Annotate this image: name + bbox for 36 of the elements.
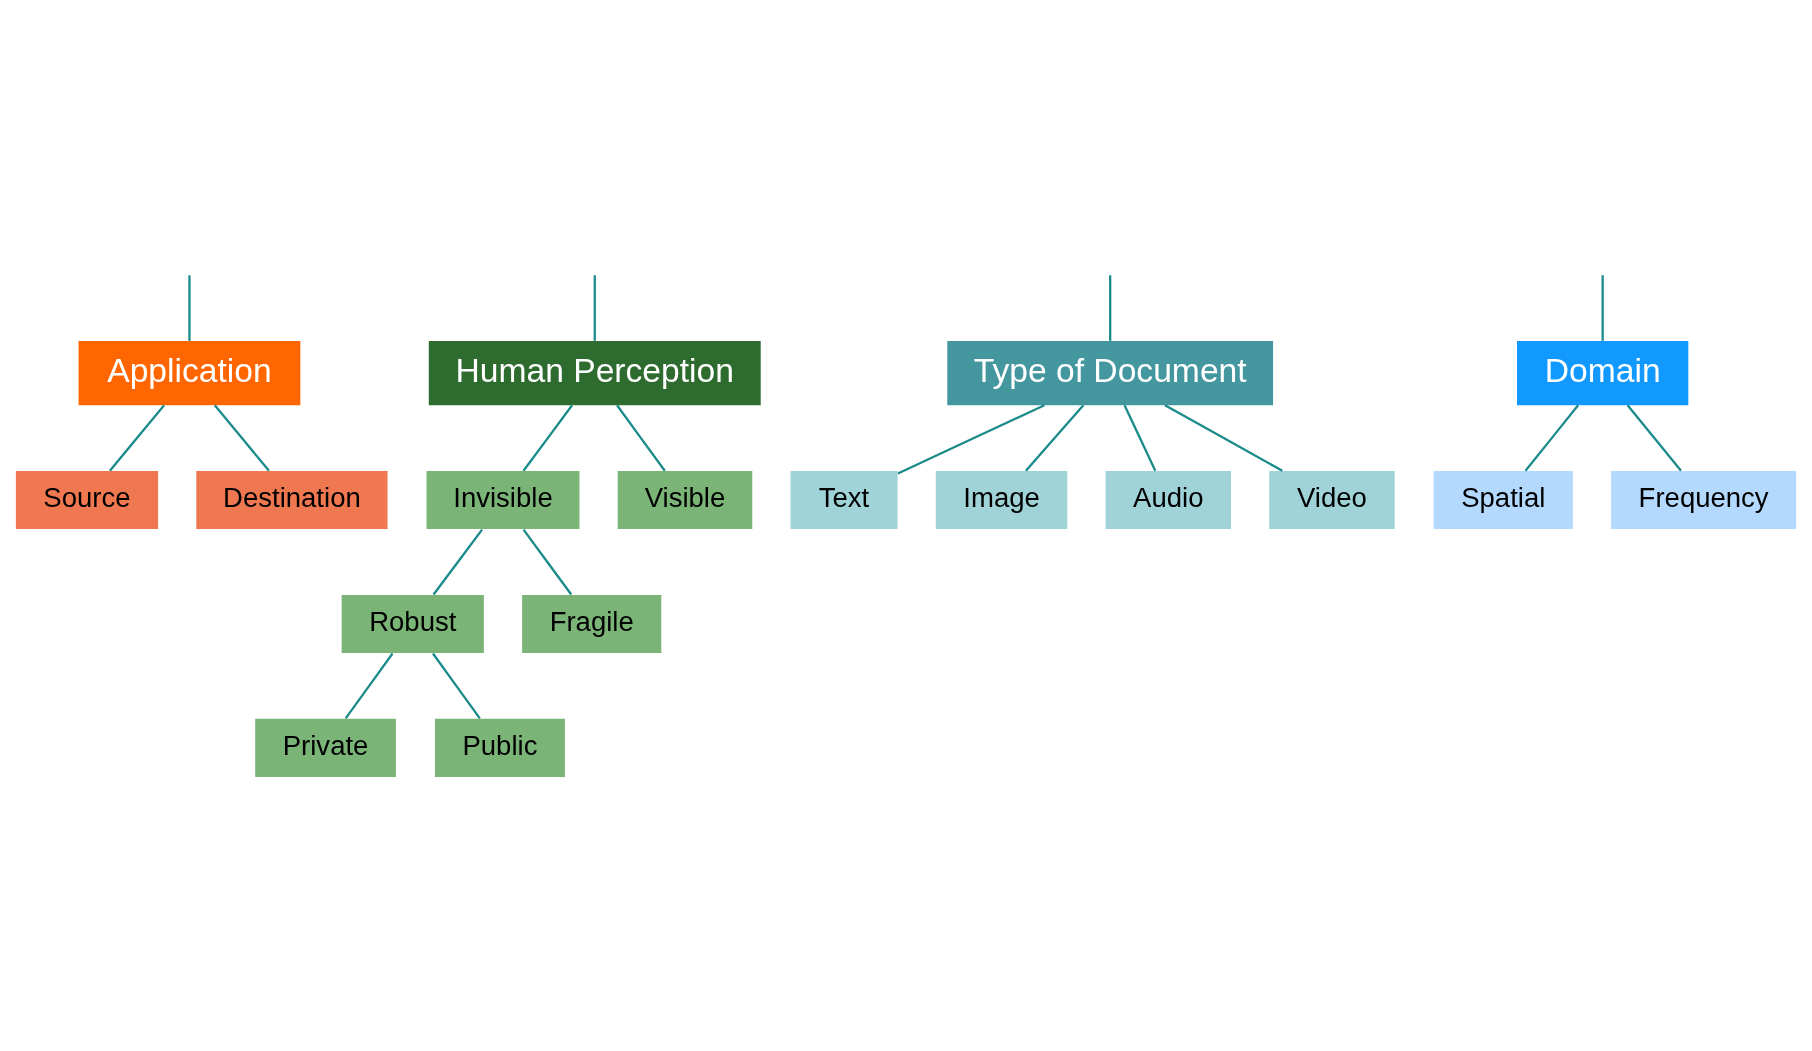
node-box: Audio xyxy=(1105,471,1231,530)
connector xyxy=(616,404,666,472)
connector xyxy=(1123,404,1157,472)
node-box: Robust xyxy=(341,594,484,653)
connector xyxy=(1601,275,1604,341)
connector xyxy=(109,404,165,472)
node-box: Text xyxy=(790,471,898,530)
node-box: Spatial xyxy=(1433,471,1573,530)
node-box: Application xyxy=(78,341,301,406)
node-box: Visible xyxy=(617,471,753,530)
connector xyxy=(1164,404,1283,472)
connector xyxy=(1626,404,1682,472)
connector xyxy=(1025,404,1085,472)
node-box: Source xyxy=(15,471,159,530)
node-box: Public xyxy=(434,718,565,777)
connector xyxy=(432,528,483,596)
node-box: Frequency xyxy=(1611,471,1797,530)
node-box: Domain xyxy=(1517,341,1689,406)
node-box: Fragile xyxy=(522,594,662,653)
node-box: Invisible xyxy=(426,471,580,530)
node-box: Type of Document xyxy=(947,341,1274,406)
connector xyxy=(897,404,1045,475)
node-box: Destination xyxy=(196,471,388,530)
node-box: Image xyxy=(935,471,1068,530)
connector xyxy=(213,404,270,472)
node-box: Video xyxy=(1269,471,1395,530)
connector xyxy=(432,652,481,720)
connector xyxy=(1109,275,1112,341)
connector xyxy=(344,652,394,720)
connector xyxy=(522,528,573,596)
connector xyxy=(522,404,573,472)
node-box: Private xyxy=(255,718,396,777)
connector xyxy=(188,275,191,341)
connector xyxy=(1524,404,1579,472)
connector xyxy=(593,275,596,341)
node-box: Human Perception xyxy=(428,341,761,406)
